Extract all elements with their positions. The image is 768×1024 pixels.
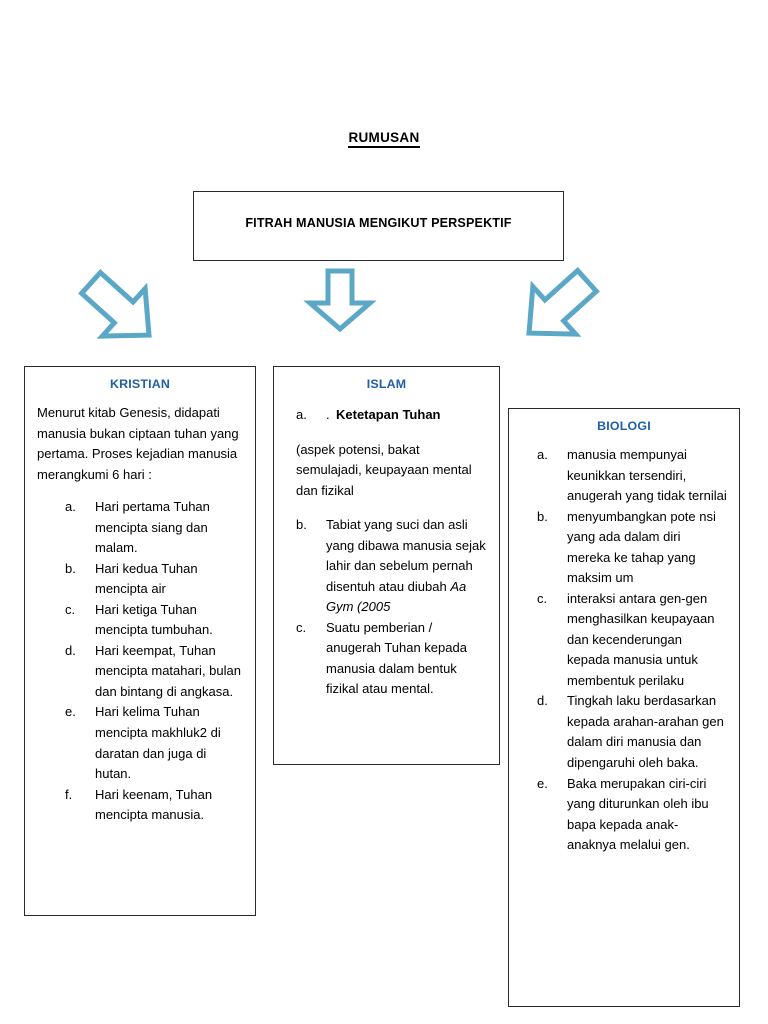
list-marker: e.: [537, 775, 548, 791]
category-box-biologi: BIOLOGI a. manusia mempunyai keunikkan t…: [508, 408, 740, 1007]
list-item-text: Tingkah laku berdasarkan kepada arahan-a…: [567, 693, 724, 770]
list-item-main-text: Tabiat yang suci dan asli yang dibawa ma…: [326, 517, 486, 594]
list-item-text: Hari ketiga Tuhan mencipta tumbuhan.: [95, 601, 213, 638]
list-item: c. Hari ketiga Tuhan mencipta tumbuhan.: [65, 600, 243, 641]
list-item-text: Hari kelima Tuhan mencipta makhluk2 di d…: [95, 704, 221, 782]
list-item-text: Hari kedua Tuhan mencipta air: [95, 560, 198, 597]
list-marker: c.: [65, 601, 76, 617]
list-marker: f.: [65, 786, 73, 802]
arrow-down-icon: [303, 268, 377, 333]
arrow-down-left-icon: [78, 266, 162, 352]
category-title-biologi: BIOLOGI: [597, 419, 651, 433]
stray-dot: .: [326, 407, 330, 422]
list-item-text: Hari keempat, Tuhan mencipta matahari, b…: [95, 642, 241, 699]
main-title-text: FITRAH MANUSIA MENGIKUT PERSPEKTIF: [245, 216, 512, 230]
list-item-text: menyumbangkan pote nsi yang ada dalam di…: [567, 508, 716, 586]
list-item-text: interaksi antara gen-gen menghasilkan ke…: [567, 590, 715, 688]
list-item: c. interaksi antara gen-gen menghasilkan…: [537, 589, 727, 692]
list-item-text: Suatu pemberian / anugerah Tuhan kepada …: [326, 619, 467, 697]
list-item: b. menyumbangkan pote nsi yang ada dalam…: [537, 507, 727, 589]
category-title-kristian: KRISTIAN: [109, 377, 171, 391]
category-box-islam: ISLAM a. . Ketetapan Tuhan (aspek potensi…: [273, 366, 500, 765]
list-marker: e.: [65, 704, 76, 720]
list-item-text: Tabiat yang suci dan asli yang dibawa ma…: [326, 515, 487, 618]
list-item: d. Hari keempat, Tuhan mencipta matahari…: [65, 641, 243, 703]
list-item: a. manusia mempunyai keunikkan tersendir…: [537, 445, 727, 507]
list-marker: d.: [65, 642, 76, 658]
arrow-down-right-icon: [516, 264, 600, 350]
list-marker: b.: [537, 508, 548, 524]
list-item: a. Hari pertama Tuhan mencipta siang dan…: [65, 497, 243, 559]
page-title: RUMUSAN: [0, 130, 768, 148]
category-title-islam: ISLAM: [366, 377, 407, 391]
list-marker: b.: [296, 517, 307, 533]
islam-list: b. Tabiat yang suci dan asli yang dibawa…: [296, 515, 487, 700]
list-item: b. Tabiat yang suci dan asli yang dibawa…: [296, 515, 487, 618]
list-item: b. Hari kedua Tuhan mencipta air: [65, 559, 243, 600]
category-box-kristian: KRISTIAN Menurut kitab Genesis, didapati…: [24, 366, 256, 916]
list-item: c. Suatu pemberian / anugerah Tuhan kepa…: [296, 618, 487, 700]
kristian-intro-paragraph: Menurut kitab Genesis, didapati manusia …: [37, 405, 239, 482]
list-item: f. Hari keenam, Tuhan mencipta manusia.: [65, 785, 243, 826]
list-marker: d.: [537, 693, 548, 709]
islam-note-paragraph: (aspek potensi, bakat semulajadi, keupay…: [296, 441, 472, 498]
list-marker: b.: [65, 560, 76, 576]
list-item: d. Tingkah laku berdasarkan kepada araha…: [537, 691, 727, 773]
list-marker: a.: [65, 499, 76, 515]
list-marker: a.: [537, 447, 548, 462]
page-title-text: RUMUSAN: [348, 130, 420, 148]
list-marker: a.: [296, 407, 307, 422]
list-item-text: Hari pertama Tuhan mencipta siang dan ma…: [95, 499, 210, 556]
list-marker: c.: [537, 590, 548, 606]
biologi-list: a. manusia mempunyai keunikkan tersendir…: [537, 445, 727, 856]
list-item-text: Baka merupakan ciri-ciri yang diturunkan…: [567, 775, 709, 853]
list-item: e. Hari kelima Tuhan mencipta makhluk2 d…: [65, 702, 243, 784]
list-item-italic-citation: Aa Gym (2005: [326, 578, 467, 615]
list-item-text: manusia mempunyai keunikkan tersendiri, …: [567, 447, 727, 504]
main-title-box: FITRAH MANUSIA MENGIKUT PERSPEKTIF: [193, 191, 564, 261]
islam-first-item: a. . Ketetapan Tuhan: [296, 405, 487, 426]
kristian-list: a. Hari pertama Tuhan mencipta siang dan…: [65, 497, 243, 826]
list-marker: c.: [296, 619, 307, 635]
list-item: e. Baka merupakan ciri-ciri yang diturun…: [537, 774, 727, 856]
list-item-text: Hari keenam, Tuhan mencipta manusia.: [95, 786, 213, 823]
islam-first-item-text: Ketetapan Tuhan: [336, 407, 441, 422]
